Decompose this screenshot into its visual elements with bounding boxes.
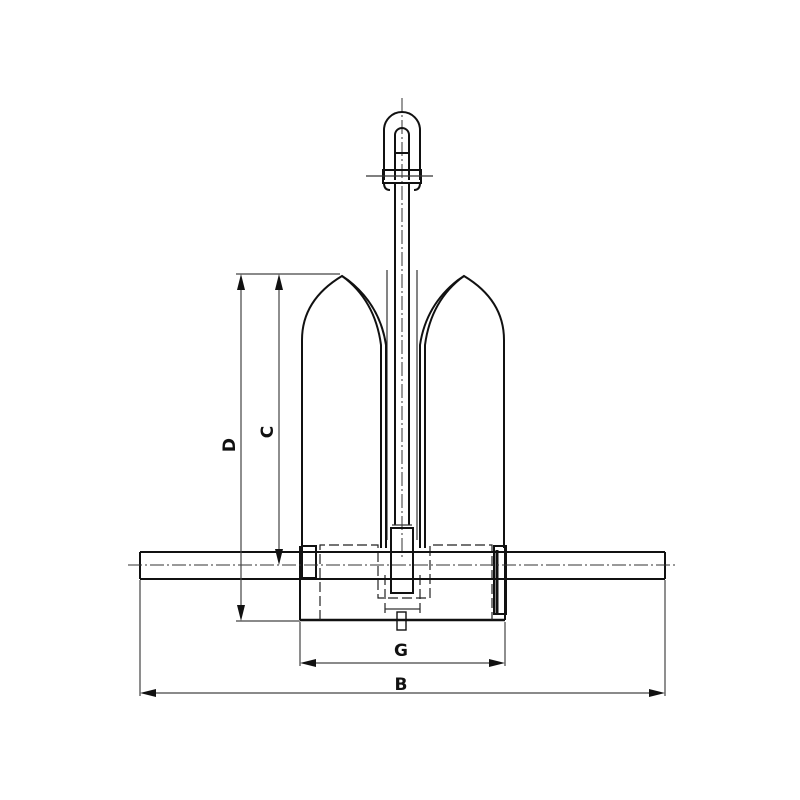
label-c: C: [258, 426, 278, 438]
dimension-g: G: [299, 622, 506, 667]
label-g: G: [394, 641, 408, 661]
dimension-d: D: [220, 273, 340, 622]
shackle: [366, 98, 433, 560]
crown: [299, 544, 507, 631]
dimension-c: C: [258, 274, 283, 565]
label-d: D: [220, 438, 240, 452]
right-fluke: [419, 274, 505, 548]
label-b: B: [395, 675, 408, 695]
dimension-b: B: [139, 580, 666, 697]
stock: [128, 551, 676, 580]
left-fluke: [301, 274, 387, 548]
